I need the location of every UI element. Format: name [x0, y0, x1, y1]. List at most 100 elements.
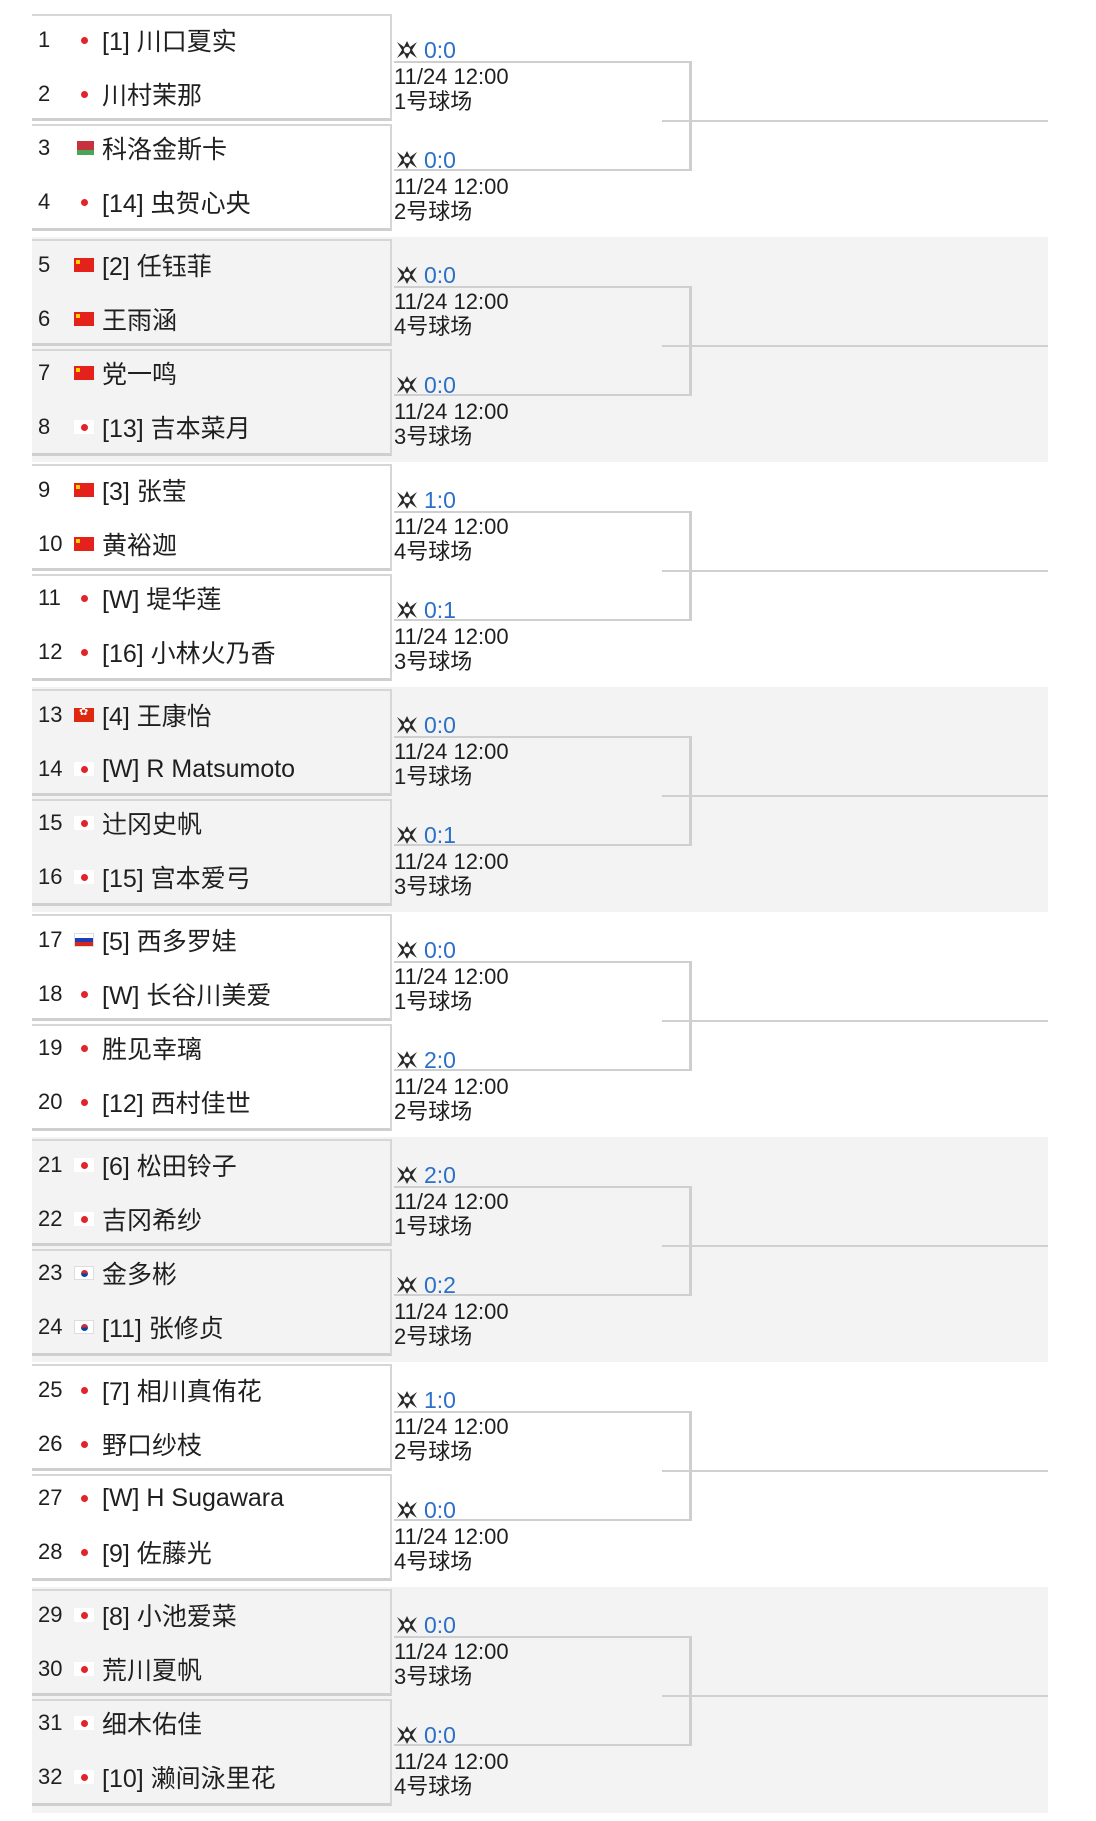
- player-name[interactable]: [14] 虫贺心央: [102, 190, 251, 218]
- player-name[interactable]: [7] 相川真侑花: [102, 1378, 262, 1406]
- match-score[interactable]: 0:0: [424, 711, 456, 738]
- match-pair-box: [32, 799, 392, 906]
- player-name[interactable]: [6] 松田铃子: [102, 1153, 237, 1181]
- player-name[interactable]: [W] H Sugawara: [102, 1483, 285, 1512]
- player-name[interactable]: 川村茉那: [102, 82, 203, 110]
- player-row[interactable]: 14 [W] R Matsumoto: [32, 749, 392, 789]
- player-row[interactable]: 8[13] 吉本菜月: [32, 407, 392, 447]
- match-score[interactable]: 0:0: [424, 1721, 456, 1748]
- player-row[interactable]: 11[W] 堤华莲: [32, 578, 392, 618]
- player-name[interactable]: [3] 张莹: [102, 478, 187, 506]
- match-score[interactable]: 1:0: [424, 1386, 456, 1413]
- player-name[interactable]: [16] 小林火乃香: [102, 640, 276, 668]
- player-row[interactable]: 28[9] 佐藤光: [32, 1532, 392, 1572]
- player-row[interactable]: 12[16] 小林火乃香: [32, 632, 392, 672]
- player-name[interactable]: [12] 西村佳世: [102, 1090, 251, 1118]
- player-name[interactable]: [W] 长谷川美爱: [102, 982, 272, 1010]
- player-row[interactable]: 32[10] 濑间泳里花: [32, 1757, 392, 1797]
- player-name[interactable]: 野口纱枝: [102, 1432, 203, 1460]
- player-name[interactable]: [1] 川口夏实: [102, 28, 237, 56]
- player-row[interactable]: 25[7] 相川真侑花: [32, 1370, 392, 1410]
- match-score[interactable]: 0:0: [424, 36, 456, 63]
- player-row[interactable]: 16[15] 宫本爱弓: [32, 857, 392, 897]
- player-name[interactable]: [11] 张修贞: [102, 1315, 224, 1343]
- player-name[interactable]: 辻冈史帆: [102, 811, 203, 839]
- player-row[interactable]: 21[6] 松田铃子: [32, 1145, 392, 1185]
- player-name[interactable]: 金多彬: [102, 1261, 178, 1289]
- match-score[interactable]: 0:0: [424, 1496, 456, 1523]
- draw-position: 14: [38, 756, 63, 781]
- player-name[interactable]: 王雨涵: [102, 307, 178, 335]
- player-row[interactable]: 27[W] H Sugawara: [32, 1478, 392, 1518]
- player-name[interactable]: 党一鸣: [102, 361, 178, 389]
- player-name[interactable]: [13] 吉本菜月: [102, 415, 251, 443]
- player-name[interactable]: [10] 濑间泳里花: [102, 1765, 276, 1793]
- match-score[interactable]: 0:1: [424, 821, 456, 848]
- player-row[interactable]: 18[W] 长谷川美爱: [32, 974, 392, 1014]
- player-row[interactable]: 24[11] 张修贞: [32, 1307, 392, 1347]
- player-row[interactable]: 4[14] 虫贺心央: [32, 182, 392, 222]
- player-name[interactable]: [4] 王康怡: [102, 703, 212, 731]
- match-score[interactable]: 2:0: [424, 1046, 456, 1073]
- match-score[interactable]: 0:0: [424, 146, 456, 173]
- player-row[interactable]: 20[12] 西村佳世: [32, 1082, 392, 1122]
- player-row[interactable]: 1[1] 川口夏实: [32, 20, 392, 60]
- player-name[interactable]: [2] 任钰菲: [102, 253, 212, 281]
- player-name[interactable]: [W] R Matsumoto: [102, 754, 296, 783]
- match-score[interactable]: 0:0: [424, 1611, 456, 1638]
- match-pair-box: [32, 1589, 392, 1696]
- player-row[interactable]: 13[4] 王康怡: [32, 695, 392, 735]
- match-score[interactable]: 0:0: [424, 261, 456, 288]
- player-name[interactable]: 荒川夏帆: [102, 1657, 203, 1685]
- player-name[interactable]: [9] 佐藤光: [102, 1540, 212, 1568]
- player-row[interactable]: 9[3] 张莹: [32, 470, 392, 510]
- player-name[interactable]: 胜见幸璃: [102, 1036, 203, 1064]
- player-name[interactable]: 黄裕迦: [102, 532, 178, 560]
- match-score[interactable]: 0:1: [424, 596, 456, 623]
- player-name[interactable]: [8] 小池爱菜: [102, 1603, 237, 1631]
- match-score[interactable]: 1:0: [424, 486, 456, 513]
- player-row[interactable]: 5[2] 任钰菲: [32, 245, 392, 285]
- player-name[interactable]: [W] 堤华莲: [102, 586, 222, 614]
- match-score[interactable]: 2:0: [424, 1161, 456, 1188]
- player-name[interactable]: [5] 西多罗娃: [102, 928, 237, 956]
- player-row[interactable]: 17[5] 西多罗娃: [32, 920, 392, 960]
- match-score[interactable]: 0:0: [424, 371, 456, 398]
- next-round-connector: [662, 1245, 1048, 1247]
- player-name[interactable]: 吉冈希纱: [102, 1207, 203, 1235]
- player-name[interactable]: 科洛金斯卡: [102, 136, 228, 164]
- player-row[interactable]: 29[8] 小池爱菜: [32, 1595, 392, 1635]
- player-name[interactable]: [15] 宫本爱弓: [102, 865, 251, 893]
- match-score[interactable]: 0:0: [424, 936, 456, 963]
- match-score[interactable]: 0:2: [424, 1271, 456, 1298]
- player-name[interactable]: 细木佑佳: [102, 1711, 203, 1739]
